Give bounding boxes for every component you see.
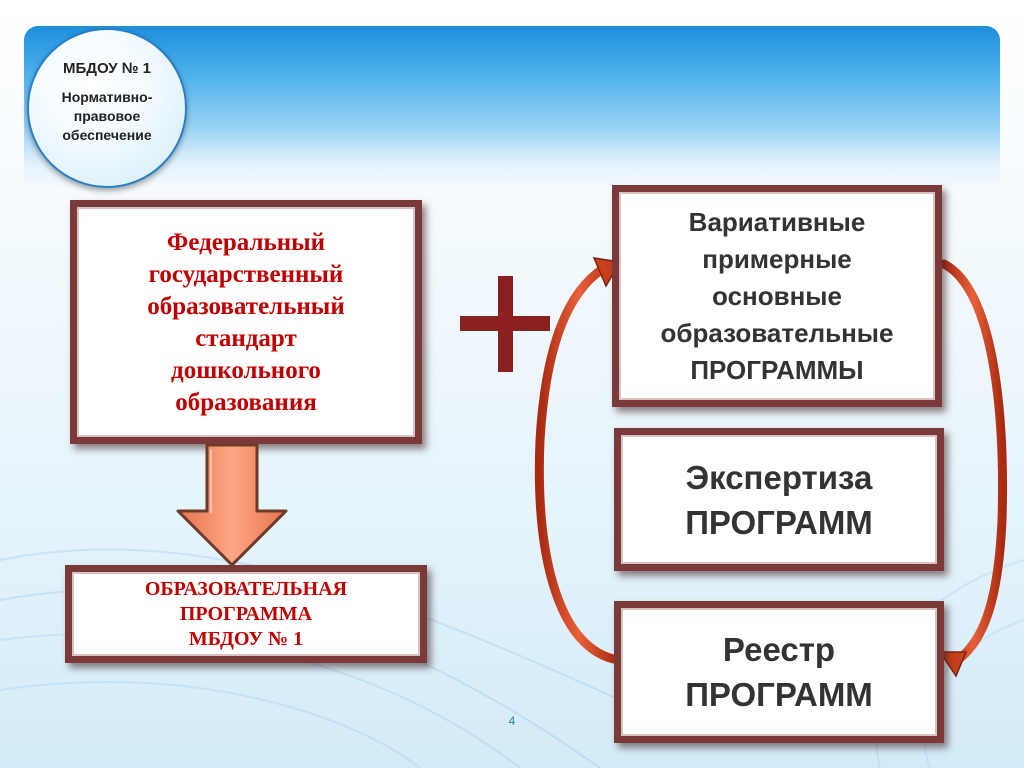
edu-program-line: ПРОГРАММА bbox=[179, 602, 313, 625]
fgos-line: стандарт bbox=[195, 325, 297, 352]
variative-line: образовательные bbox=[660, 317, 894, 348]
registry-box: Реестр ПРОГРАММ bbox=[614, 601, 944, 743]
fgos-line: образовательный bbox=[147, 293, 345, 320]
badge-subtitle-line: Нормативно- bbox=[61, 89, 153, 105]
fgos-line: государственный bbox=[148, 261, 344, 288]
fgos-box: Федеральный государственный образователь… bbox=[70, 200, 422, 444]
fgos-line: образования bbox=[175, 389, 317, 416]
fgos-line: дошкольного bbox=[171, 357, 321, 384]
edu-program-text: ОБРАЗОВАТЕЛЬНАЯ ПРОГРАММА МБДОУ № 1 bbox=[82, 577, 410, 652]
badge-subtitle-line: обеспечение bbox=[62, 127, 152, 143]
badge-subtitle-line: правовое bbox=[73, 108, 141, 124]
plus-icon bbox=[460, 276, 550, 372]
badge-subtitle: Нормативно- правовое обеспечение bbox=[29, 88, 185, 145]
expertise-box: Экспертиза ПРОГРАММ bbox=[614, 428, 944, 571]
edu-program-box: ОБРАЗОВАТЕЛЬНАЯ ПРОГРАММА МБДОУ № 1 bbox=[65, 565, 427, 663]
badge-title: МБДОУ № 1 bbox=[63, 60, 151, 77]
variative-line: Вариативные bbox=[688, 206, 866, 237]
down-arrow-icon bbox=[176, 443, 288, 567]
variative-line: примерные bbox=[702, 243, 852, 274]
registry-line: Реестр bbox=[722, 631, 836, 668]
variative-line: основные bbox=[712, 280, 842, 311]
variative-line: ПРОГРАММЫ bbox=[690, 354, 864, 385]
expertise-text: Экспертиза ПРОГРАММ bbox=[631, 455, 927, 545]
page-number: 4 bbox=[508, 714, 516, 728]
expertise-line: ПРОГРАММ bbox=[685, 503, 873, 541]
variative-programs-text: Вариативные примерные основные образоват… bbox=[629, 204, 925, 389]
expertise-line: Экспертиза bbox=[685, 458, 873, 496]
registry-line: ПРОГРАММ bbox=[685, 676, 873, 713]
fgos-line: Федеральный bbox=[166, 229, 326, 256]
edu-program-line: ОБРАЗОВАТЕЛЬНАЯ bbox=[144, 577, 348, 600]
variative-programs-box: Вариативные примерные основные образоват… bbox=[612, 185, 942, 407]
org-badge: МБДОУ № 1 Нормативно- правовое обеспечен… bbox=[27, 28, 187, 188]
registry-text: Реестр ПРОГРАММ bbox=[631, 627, 927, 717]
fgos-text: Федеральный государственный образователь… bbox=[87, 225, 405, 419]
edu-program-line: МБДОУ № 1 bbox=[188, 627, 304, 650]
